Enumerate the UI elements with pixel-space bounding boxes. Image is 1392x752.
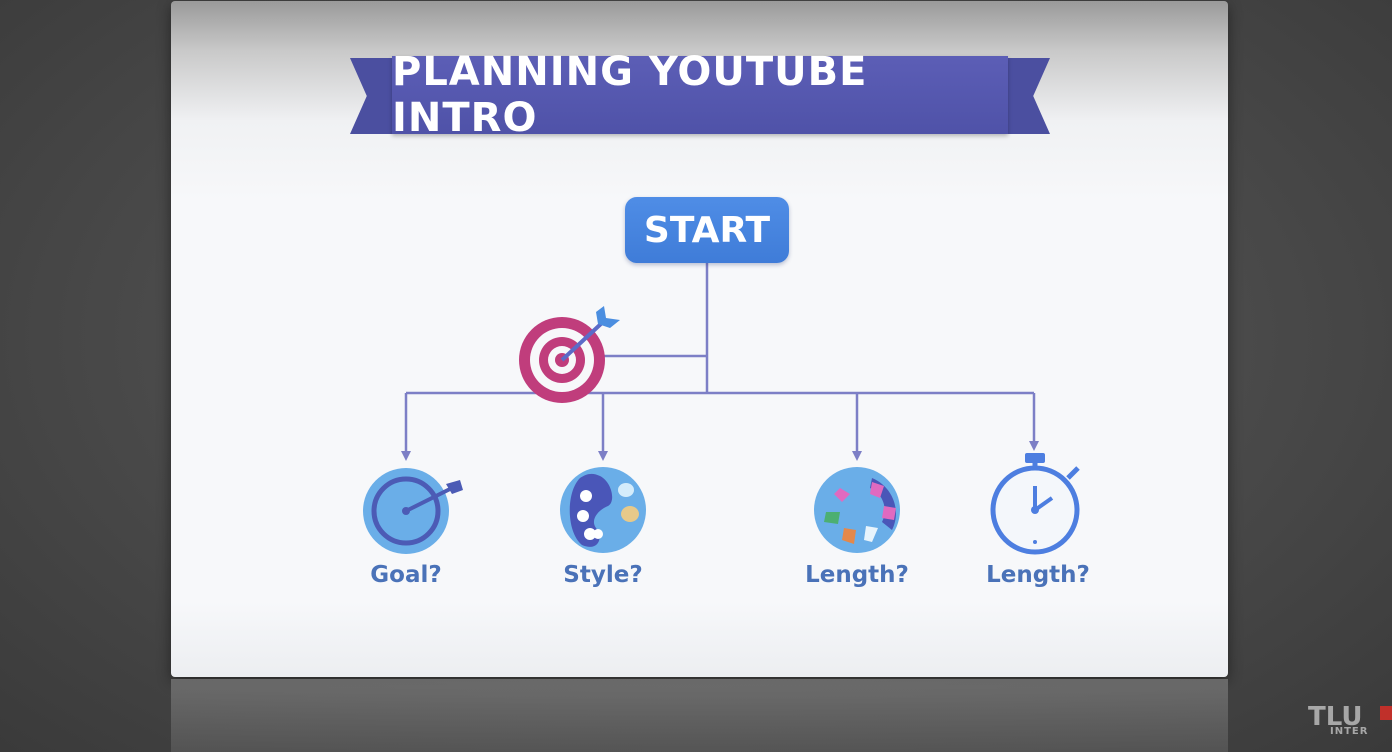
dartboard-icon xyxy=(363,468,463,554)
watermark-logo: TLU INTER xyxy=(1308,702,1392,742)
watermark-main: TLU xyxy=(1308,702,1363,732)
length-label-2: Length? xyxy=(986,562,1090,588)
palette-icon xyxy=(560,467,646,553)
watermark-badge xyxy=(1380,706,1392,720)
diagram-title: PLANNING YOUTUBE INTRO xyxy=(392,49,868,141)
stopwatch-icon xyxy=(990,453,1080,555)
start-node: START xyxy=(625,197,789,263)
goal-label: Goal? xyxy=(370,562,442,588)
start-label: START xyxy=(643,209,771,251)
color-wheel-icon xyxy=(814,467,900,553)
watermark-sub: INTER xyxy=(1330,726,1369,737)
length-label-1: Length? xyxy=(805,562,909,588)
slide-reflection xyxy=(171,679,1228,752)
style-label: Style? xyxy=(563,562,643,588)
target-dart-icon xyxy=(519,306,620,403)
title-banner: PLANNING YOUTUBE INTRO xyxy=(392,49,1008,141)
